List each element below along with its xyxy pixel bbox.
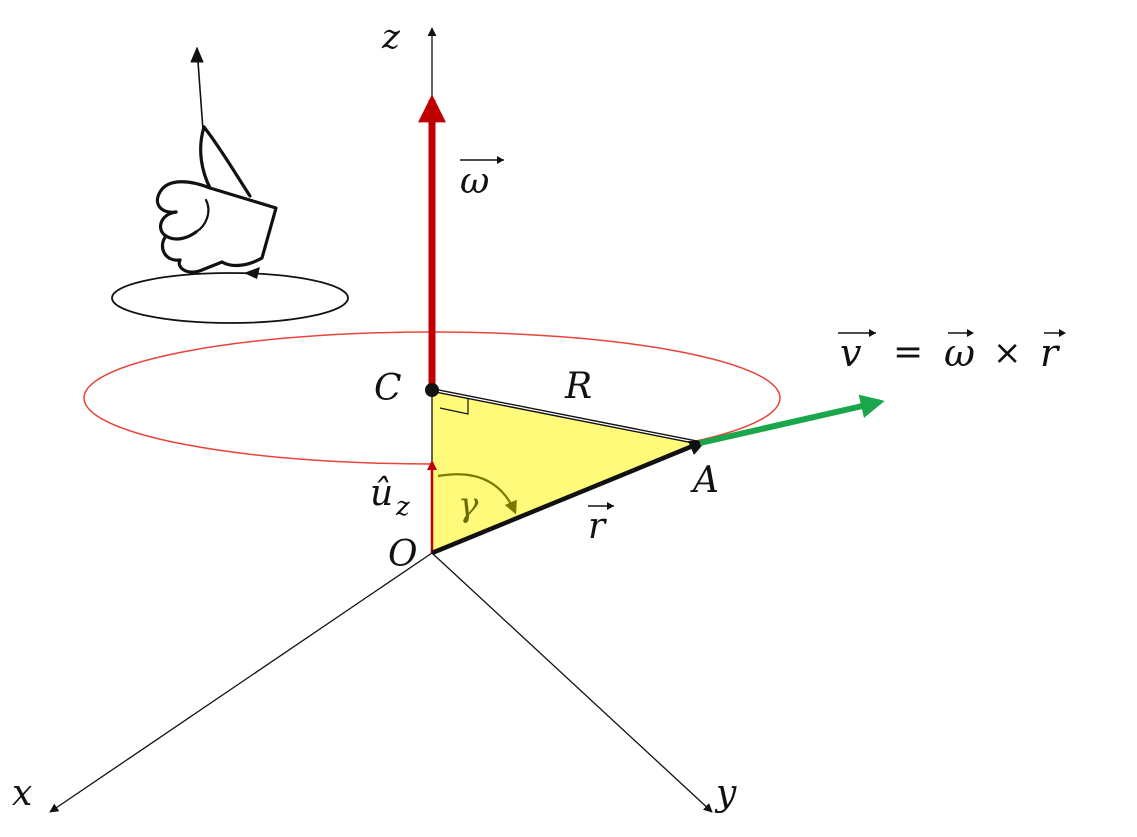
y-axis-label: y: [714, 773, 737, 814]
x-axis: [49, 552, 433, 813]
unit-vector-label: û: [370, 473, 393, 514]
omega-label-arrowhead: [497, 156, 504, 164]
position-vector-r: [431, 440, 701, 556]
x-axis-label: x: [12, 773, 32, 814]
omega-label: ω: [460, 161, 489, 202]
right-hand-thumbs-up-icon: [155, 47, 278, 274]
radius-label: R: [564, 366, 592, 407]
angle-gamma-arc: [437, 473, 517, 515]
velocity-rhs-omega-arrowhead: [967, 329, 974, 337]
velocity-equation: v = ω × r: [838, 329, 1066, 375]
velocity-lhs-arrowhead: [869, 329, 876, 337]
y-axis: [431, 552, 713, 813]
cross-sign: ×: [993, 333, 1022, 373]
point-O-label: O: [388, 534, 418, 575]
velocity-vector: [699, 394, 885, 446]
rotation-arrow-head: [244, 267, 260, 279]
triangle-OCA: [432, 390, 700, 553]
position-label: r: [588, 506, 607, 547]
velocity-rhs-r: r: [1040, 331, 1061, 375]
velocity-rhs-omega: ω: [944, 331, 975, 375]
velocity-rhs-r-arrowhead: [1059, 329, 1066, 337]
position-label-arrowhead: [607, 502, 614, 510]
point-C-dot: [425, 383, 439, 397]
z-axis-label: z: [381, 17, 401, 57]
rotation-circle: [111, 272, 349, 324]
velocity-lhs-label: v: [840, 331, 862, 375]
point-A-label: A: [690, 460, 719, 501]
angle-gamma-label: γ: [458, 485, 479, 525]
radius-segment-inner: [431, 389, 701, 444]
equals-sign: =: [893, 332, 923, 373]
point-C-label: C: [374, 368, 402, 409]
unit-vector-subscript: z: [395, 492, 410, 522]
